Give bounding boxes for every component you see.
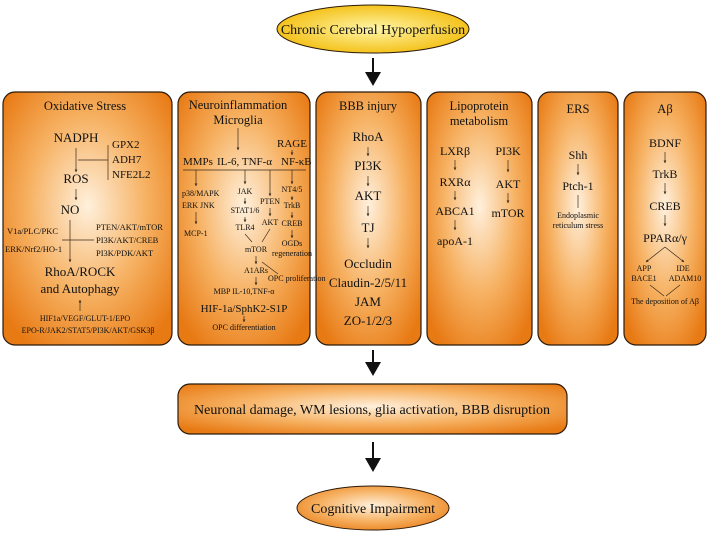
- neuro-cytokines: IL-6, TNF-α: [217, 156, 272, 168]
- lipo-title-1: Lipoprotein: [449, 99, 509, 113]
- lipo-akt: AKT: [496, 177, 521, 191]
- oxidative-adh7: ADH7: [112, 154, 142, 166]
- lipo-title-2: metabolism: [450, 114, 509, 128]
- abeta-deposition: The deposition of Aβ: [631, 297, 699, 306]
- bbb-occludin: Occludin: [344, 256, 392, 271]
- neuro-akt: AKT: [262, 218, 279, 227]
- neuro-nt45: NT4/5: [282, 185, 303, 194]
- abeta-ppar: PPARα/γ: [643, 231, 688, 245]
- neuro-opc-proliferation: OPC proliferation: [268, 274, 326, 283]
- neuro-tlr4: TLR4: [235, 223, 254, 232]
- oxidative-autophagy: and Autophagy: [40, 281, 120, 296]
- neuro-stat: STAT1/6: [231, 206, 260, 215]
- bbb-pi3k: PI3K: [354, 158, 382, 173]
- oxidative-gpx2: GPX2: [112, 139, 140, 151]
- top-ellipse: [276, 4, 470, 54]
- neuro-nfkb: NF-κB: [281, 156, 312, 168]
- neuro-mtor: mTOR: [245, 245, 268, 254]
- oxidative-epor: EPO-R/JAK2/STAT5/PI3K/AKT/GSK3β: [22, 326, 155, 335]
- neuro-rage: RAGE: [277, 138, 307, 150]
- neuro-opc-differentiation: OPC differentiation: [212, 323, 275, 332]
- oxidative-pi3k-creb: PI3K/AKT/CREB: [96, 235, 159, 245]
- oxidative-title: Oxidative Stress: [44, 99, 126, 113]
- abeta-ide: IDE: [676, 264, 689, 273]
- lipo-lxrb: LXRβ: [440, 144, 470, 158]
- abeta-app: APP: [637, 264, 652, 273]
- arrow-down-icon: [365, 58, 381, 86]
- neuro-trkb: TrkB: [284, 201, 301, 210]
- neuro-mbp: MBP IL-10,TNF-α: [214, 287, 276, 296]
- abeta-bace1: BACE1: [631, 274, 656, 283]
- lipo-pi3k: PI3K: [495, 144, 521, 158]
- neuro-creb: CREB: [282, 219, 303, 228]
- neuro-pten: PTEN: [260, 197, 280, 206]
- top-title: Chronic Cerebral Hypoperfusion: [281, 23, 465, 38]
- ers-title: ERS: [567, 102, 590, 116]
- bbb-rhoa: RhoA: [352, 129, 384, 144]
- bbb-tj: TJ: [362, 220, 375, 235]
- neuro-title-1: Neuroinflammation: [189, 98, 288, 112]
- neuro-regeneration: regeneration: [272, 249, 312, 258]
- oxidative-hif1a: HIF1a/VEGF/GLUT-1/EPO: [40, 314, 131, 323]
- neuro-title-2: Microglia: [213, 113, 263, 127]
- panel-bbb-injury: [315, 91, 422, 346]
- panel-ers: [537, 91, 619, 346]
- bottom-title: Cognitive Impairment: [311, 502, 435, 517]
- ers-ptch1: Ptch-1: [562, 179, 593, 193]
- neuro-erk-jnk: ERK JNK: [182, 201, 215, 210]
- lipo-mtor: mTOR: [491, 206, 524, 220]
- bbb-claudin: Claudin-2/5/11: [329, 275, 407, 290]
- neuro-ogds: OGDs: [282, 239, 302, 248]
- oxidative-ros: ROS: [63, 171, 88, 186]
- oxidative-rhoa-rock: RhoA/ROCK: [45, 264, 116, 279]
- abeta-title: Aβ: [657, 102, 672, 116]
- bbb-akt: AKT: [355, 188, 382, 203]
- neuro-jak: JAK: [238, 187, 253, 196]
- oxidative-nfe2l2: NFE2L2: [112, 169, 151, 181]
- ers-shh: Shh: [569, 148, 588, 162]
- bottom-ellipse: [296, 485, 450, 531]
- ers-note-2: reticulum stress: [553, 221, 603, 230]
- oxidative-nadph: NADPH: [54, 130, 99, 145]
- oxidative-pten: PTEN/AKT/mTOR: [96, 222, 163, 232]
- panel-lipoprotein: [426, 91, 533, 346]
- lipo-apoa1: apoA-1: [437, 234, 473, 248]
- abeta-bdnf: BDNF: [649, 136, 681, 150]
- abeta-trkb: TrkB: [653, 167, 678, 181]
- bbb-jam: JAM: [355, 294, 381, 309]
- oxidative-erk: ERK/Nrf2/HO-1: [5, 244, 62, 254]
- oxidative-v1a: V1a/PLC/PKC: [7, 226, 58, 236]
- arrow-down-icon: [365, 442, 381, 472]
- neuro-a1ars: A1ARs: [244, 266, 268, 275]
- middle-box: [177, 383, 568, 435]
- arrow-down-icon: [365, 350, 381, 376]
- oxidative-pi3k-pdk: PI3K/PDK/AKT: [96, 248, 154, 258]
- abeta-creb: CREB: [649, 199, 680, 213]
- bbb-title: BBB injury: [339, 99, 398, 113]
- bbb-zo: ZO-1/2/3: [344, 313, 392, 328]
- ers-note-1: Endoplasmic: [557, 211, 599, 220]
- lipo-abca1: ABCA1: [435, 204, 474, 218]
- abeta-adam10: ADAM10: [669, 274, 701, 283]
- neuro-hif: HIF-1a/SphK2-S1P: [201, 303, 288, 315]
- middle-text: Neuronal damage, WM lesions, glia activa…: [194, 403, 550, 418]
- panel-oxidative-stress: [2, 91, 173, 346]
- panel-neuroinflammation: [177, 91, 311, 346]
- neuro-p38: p38/MAPK: [182, 189, 220, 198]
- neuro-mcp1: MCP-1: [184, 229, 208, 238]
- oxidative-no: NO: [61, 202, 80, 217]
- lipo-rxra: RXRα: [440, 175, 472, 189]
- neuro-mmps: MMPs: [183, 156, 213, 168]
